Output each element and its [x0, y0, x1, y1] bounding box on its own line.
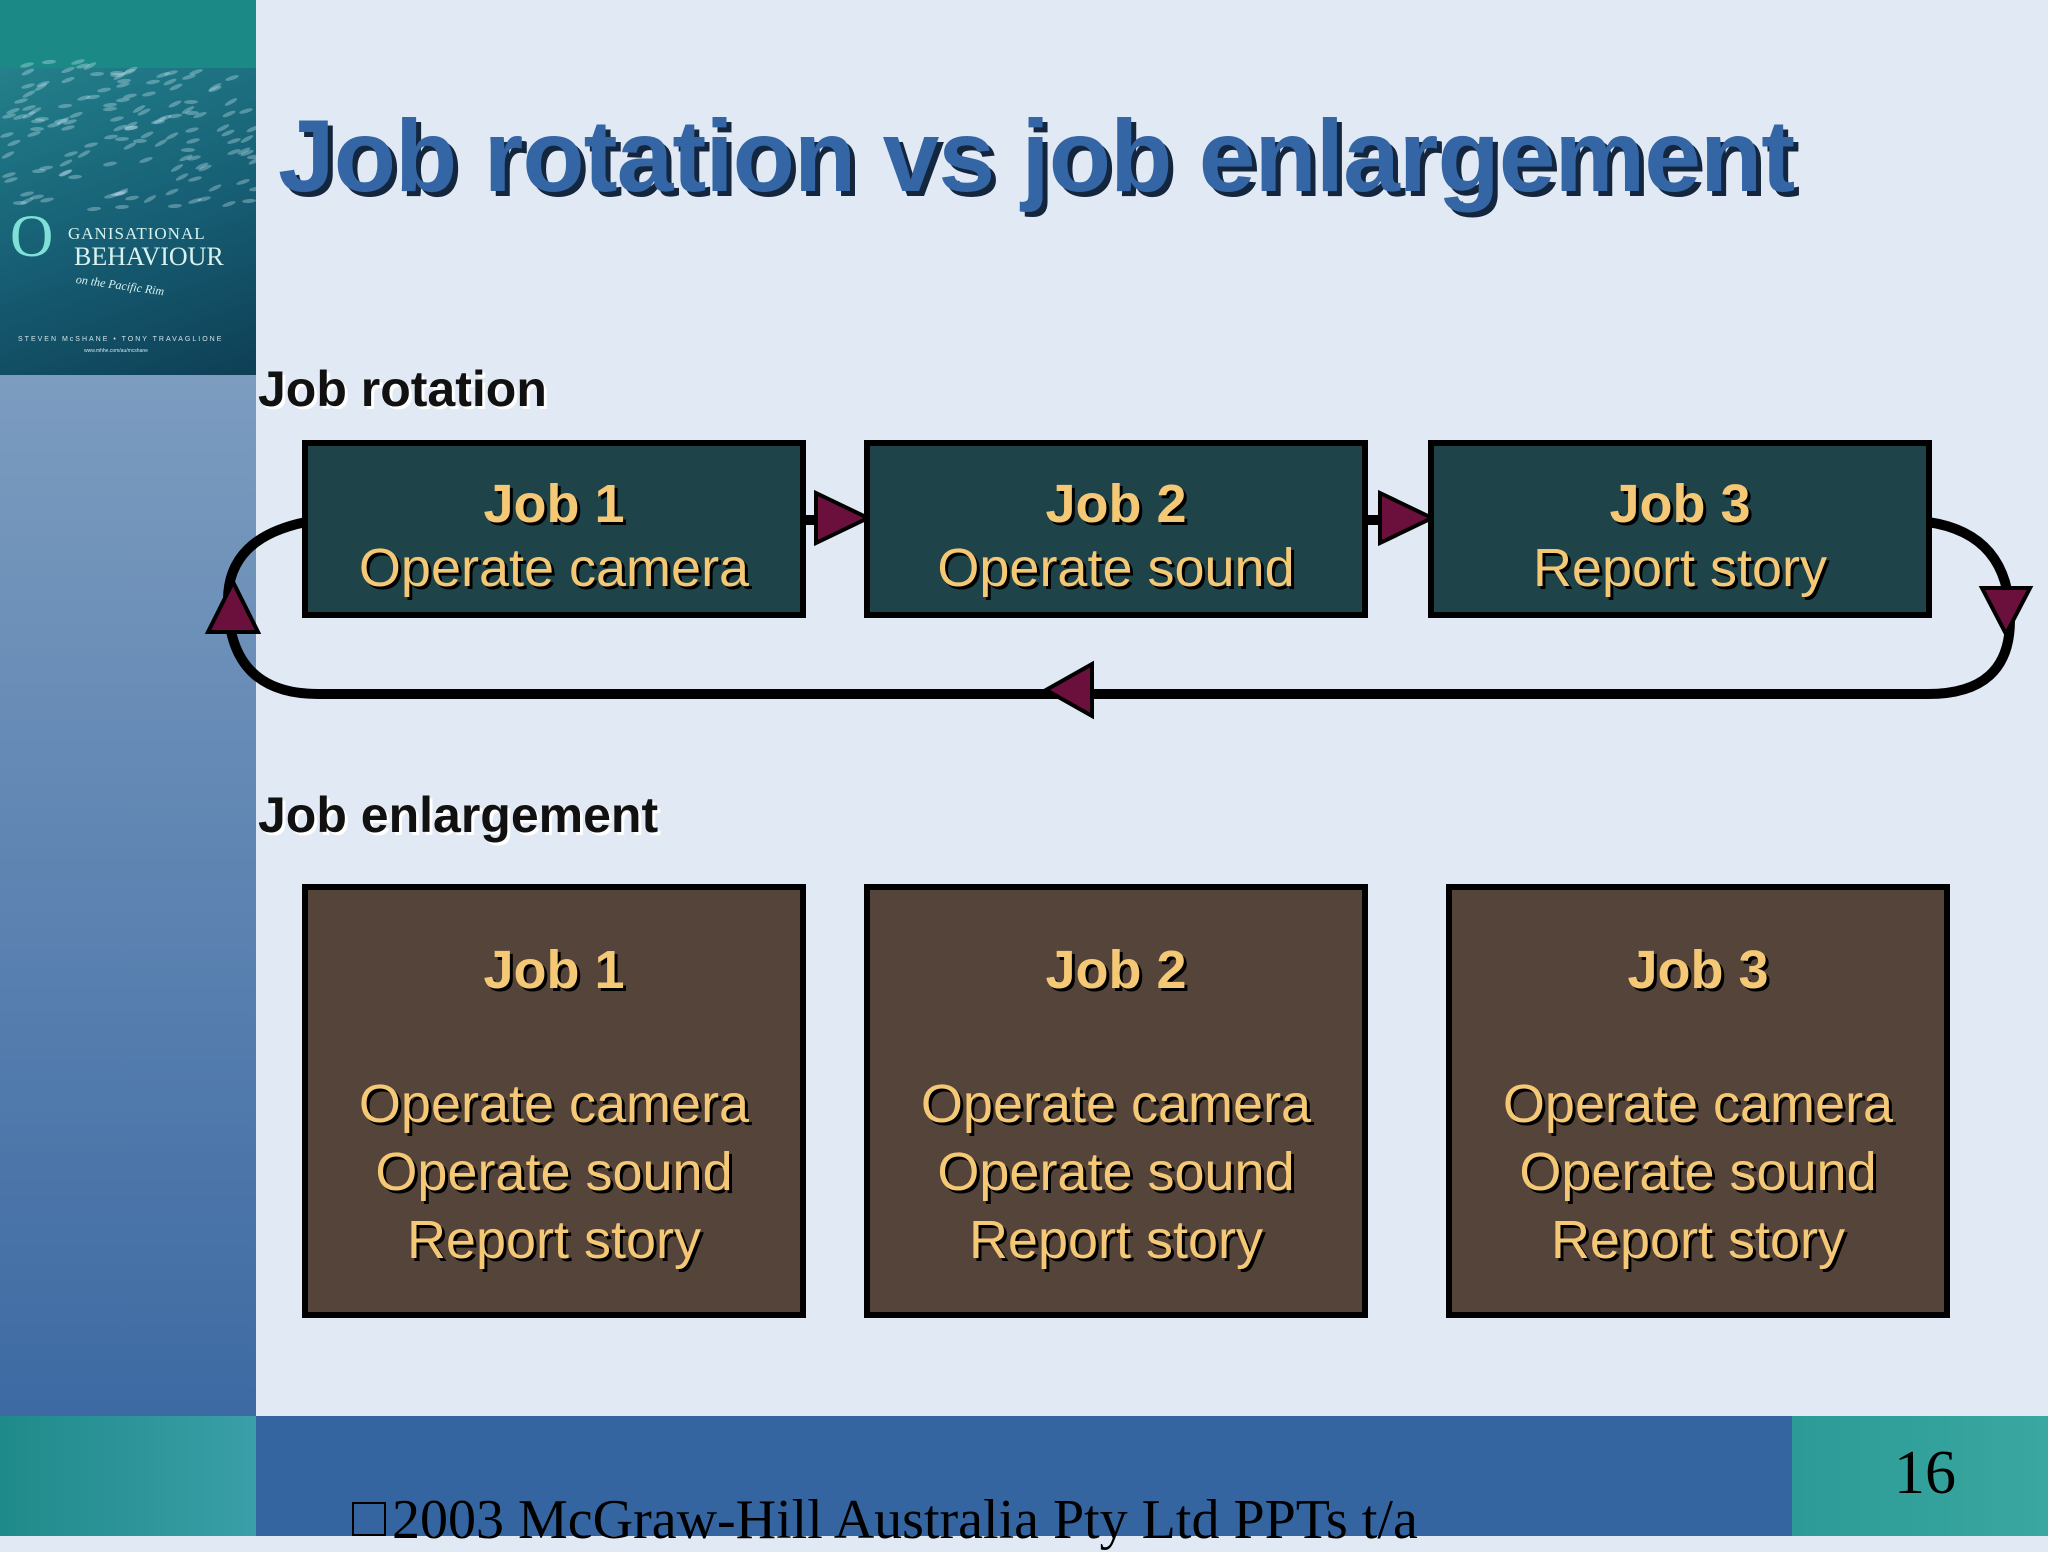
enlargement-job-2-tasks: Operate camera Operate sound Report stor… — [870, 1070, 1362, 1274]
enlargement-job-2-box: Job 2 Operate camera Operate sound Repor… — [864, 884, 1368, 1318]
rotation-job-1-box: Job 1 Operate camera — [302, 440, 806, 618]
slide-title: Job rotation vs job enlargement — [278, 99, 1795, 213]
enlargement-job-3-title: Job 3 — [1627, 940, 1769, 1000]
copyright-text: 2003 McGraw-Hill Australia Pty Ltd PPTs … — [350, 1488, 1418, 1552]
rotation-job-2-box: Job 2 Operate sound — [864, 440, 1368, 618]
logo-line-2: BEHAVIOUR — [74, 242, 224, 271]
logo-initial: O — [10, 203, 54, 269]
cover-url: www.mhhe.com/au/mcshane — [84, 348, 148, 354]
task-item: Operate camera — [358, 1074, 750, 1134]
page-number: 16 — [1894, 1439, 1956, 1507]
task-item: Operate camera — [1502, 1074, 1894, 1134]
task-item: Operate sound — [375, 1142, 733, 1202]
copyright-symbol-icon — [352, 1502, 386, 1536]
enlargement-job-1-title: Job 1 — [483, 940, 625, 1000]
arrowhead-down-right — [1978, 586, 2034, 639]
enlargement-job-1-tasks: Operate camera Operate sound Report stor… — [308, 1070, 800, 1274]
enlargement-job-2-title: Job 2 — [1045, 940, 1187, 1000]
cover-authors: STEVEN McSHANE • TONY TRAVAGLIONE — [18, 336, 224, 343]
task-item: Operate camera — [920, 1074, 1312, 1134]
arrowhead-job1-to-job2 — [814, 489, 873, 547]
rotation-job-3-box: Job 3 Report story — [1428, 440, 1932, 618]
enlargement-job-3-tasks: Operate camera Operate sound Report stor… — [1452, 1070, 1944, 1274]
job-enlargement-heading: Job enlargement — [258, 787, 659, 843]
book-cover-image: O GANISATIONAL BEHAVIOUR on the Pacific … — [0, 0, 256, 375]
arrowhead-job2-to-job3 — [1378, 489, 1437, 547]
footer-left-block — [0, 1416, 256, 1536]
arrowhead-left-bottom — [1041, 660, 1094, 720]
rotation-job-1-title: Job 1 — [483, 474, 625, 534]
task-item: Report story — [968, 1210, 1264, 1270]
task-item: Operate sound — [937, 1142, 1295, 1202]
enlargement-job-3-box: Job 3 Operate camera Operate sound Repor… — [1446, 884, 1950, 1318]
footer-right-block — [1792, 1416, 2048, 1536]
task-item: Report story — [1550, 1210, 1846, 1270]
arrowhead-up-left — [204, 577, 262, 634]
cycle-loop-line — [222, 517, 2016, 699]
rotation-job-3-task: Report story — [1532, 538, 1828, 598]
task-item: Report story — [406, 1210, 702, 1270]
cover-top-band — [0, 0, 256, 68]
rotation-job-2-task: Operate sound — [937, 538, 1295, 598]
rotation-job-1-task: Operate camera — [358, 538, 750, 598]
logo-line-1: GANISATIONAL — [68, 224, 206, 243]
task-item: Operate sound — [1519, 1142, 1877, 1202]
rotation-job-2-title: Job 2 — [1045, 474, 1187, 534]
footer-bar — [256, 1416, 1792, 1536]
enlargement-job-1-box: Job 1 Operate camera Operate sound Repor… — [302, 884, 806, 1318]
job-rotation-heading: Job rotation — [258, 361, 547, 417]
copyright-text-content: 2003 McGraw-Hill Australia Pty Ltd PPTs … — [392, 1489, 1418, 1551]
rotation-job-3-title: Job 3 — [1609, 474, 1751, 534]
